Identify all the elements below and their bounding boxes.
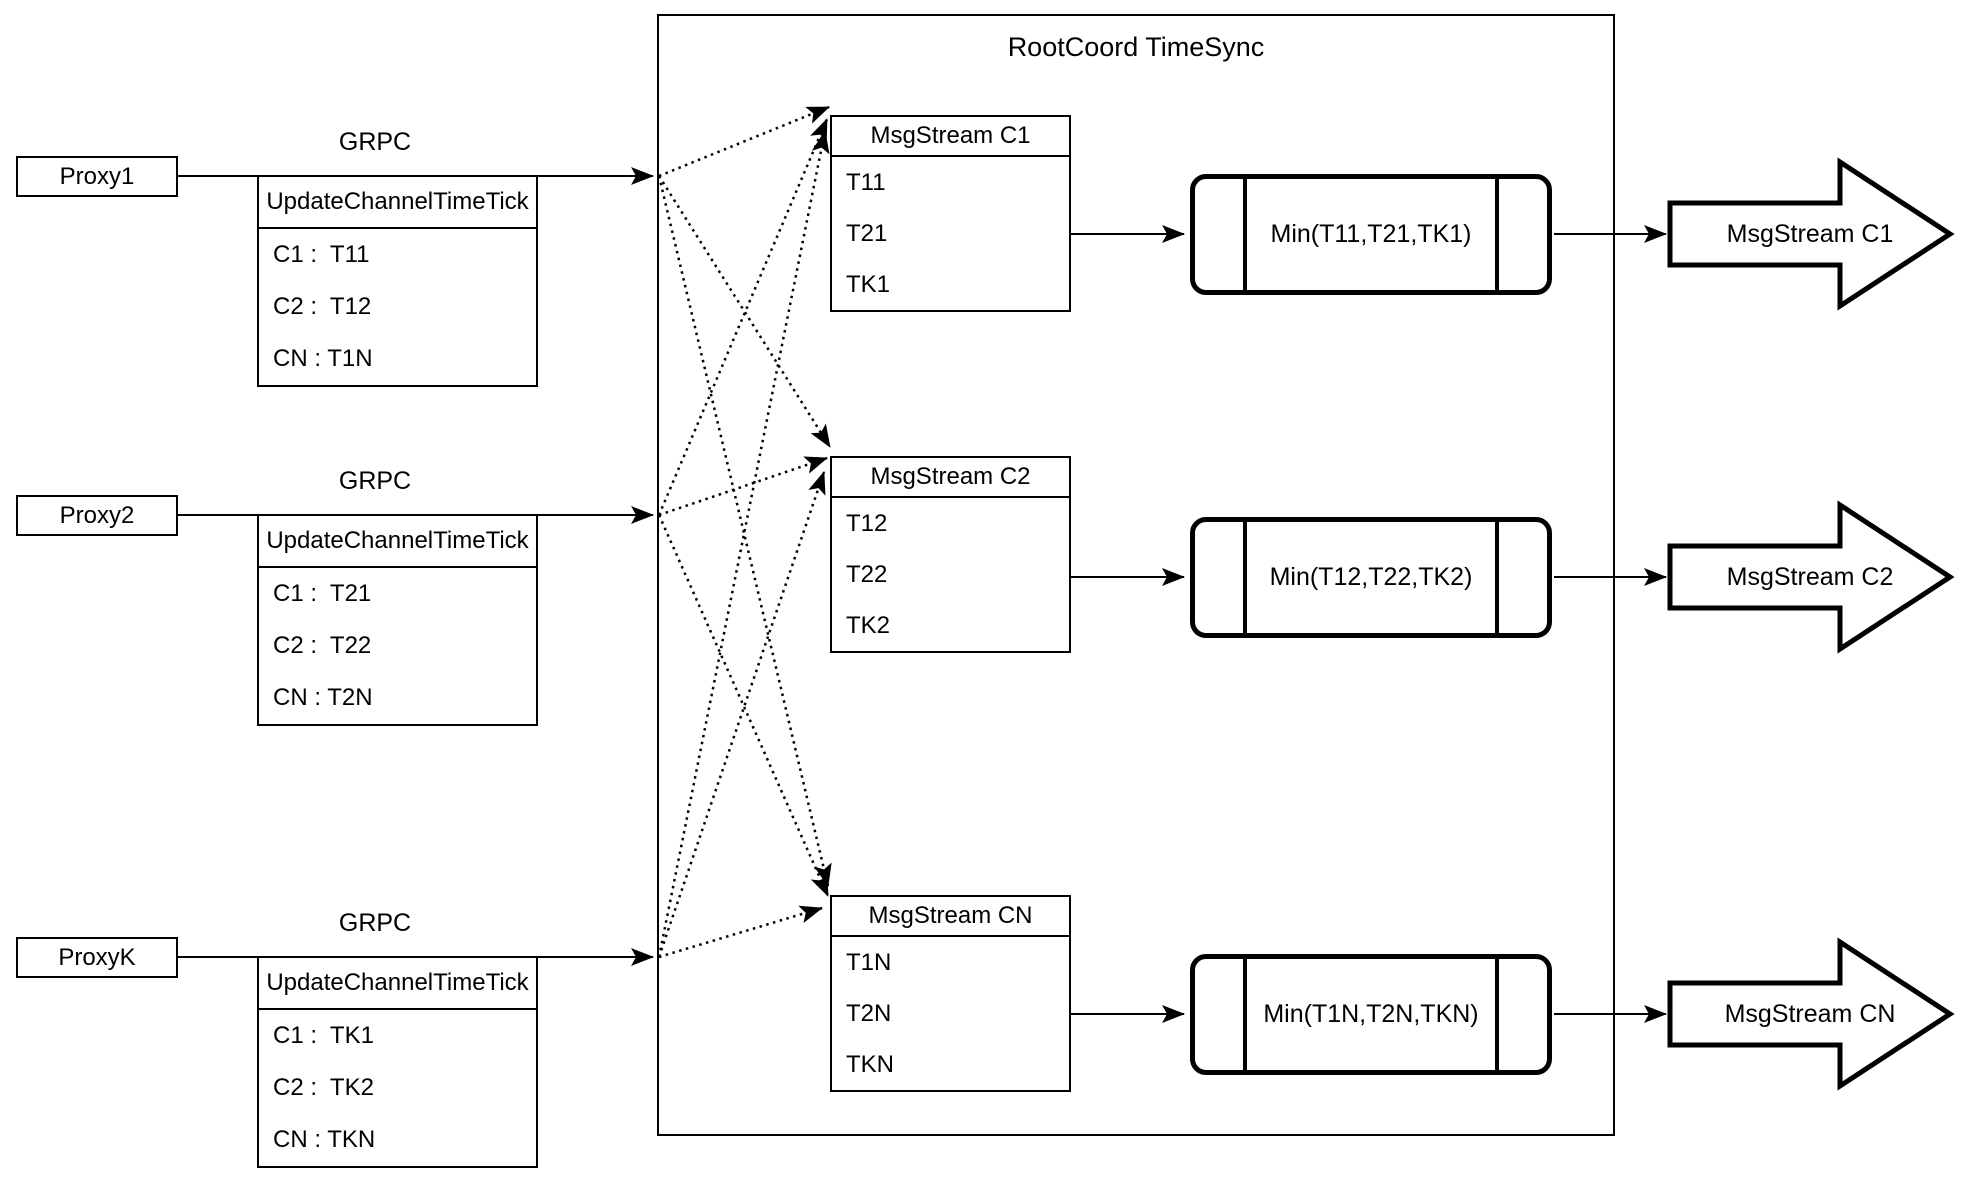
min-box-c1: Min(T11,T21,TK1) [1190,174,1552,295]
uctt-table-2: UpdateChannelTimeTick C1 : T21 C2 : T22 … [257,514,538,726]
table-row: C2 : TK2 [273,1074,374,1101]
min-box-divider [1495,522,1499,633]
output-arrow-c1-label: MsgStream C1 [1726,219,1894,248]
min-box-divider [1243,522,1247,633]
table-row: CN : T2N [273,684,373,711]
proxy2-box: Proxy2 [16,495,178,536]
min-box-divider [1243,959,1247,1070]
output-arrow-c1 [1667,157,1955,311]
msgstream-table-c1: MsgStream C1 T11 T21 TK1 [830,115,1071,312]
min-box-c2-label: Min(T12,T22,TK2) [1269,563,1473,591]
table-row: TK2 [846,611,891,639]
proxy1-label: Proxy1 [59,162,135,190]
table-row: T1N [846,948,892,976]
grpc-label-3: GRPC [338,909,412,937]
uctt-table-2-header: UpdateChannelTimeTick [259,516,536,568]
uctt-table-1-header: UpdateChannelTimeTick [259,177,536,229]
dotted-link-p3-c1 [657,130,830,958]
table-row: C1 : T11 [273,241,370,268]
table-row: C2 : T12 [273,293,372,320]
table-row: T21 [846,219,888,247]
dotted-link-p1-c2 [657,175,832,448]
dotted-link-p1-c1 [658,105,830,178]
min-box-c1-label: Min(T11,T21,TK1) [1270,220,1472,248]
output-arrow-cn-label: MsgStream CN [1724,999,1896,1028]
dotted-link-p3-cn [658,905,823,959]
proxy1-box: Proxy1 [16,156,178,197]
table-row: T2N [846,999,892,1027]
table-row: CN : TKN [273,1126,376,1153]
grpc-label-2: GRPC [338,467,412,495]
uctt-table-3: UpdateChannelTimeTick C1 : TK1 C2 : TK2 … [257,956,538,1168]
msgstream-table-c2-header: MsgStream C2 [832,458,1069,498]
output-arrow-c2 [1667,500,1955,654]
min-box-divider [1495,179,1499,290]
msgstream-table-c2: MsgStream C2 T12 T22 TK2 [830,456,1071,653]
dotted-link-p3-c2 [657,471,826,958]
output-arrow-c2-label: MsgStream C2 [1726,562,1894,591]
table-row: TKN [846,1050,894,1078]
msgstream-table-c1-header: MsgStream C1 [832,117,1069,157]
proxyk-box: ProxyK [16,937,178,978]
table-row: C1 : T21 [273,580,372,607]
msgstream-table-cn-header: MsgStream CN [832,897,1069,937]
output-arrow-cn [1667,937,1955,1091]
min-box-c2: Min(T12,T22,TK2) [1190,517,1552,638]
table-row: C1 : TK1 [273,1022,374,1049]
msgstream-table-cn: MsgStream CN T1N T2N TKN [830,895,1071,1092]
table-row: CN : T1N [273,345,373,372]
dotted-link-p2-c2 [658,456,828,517]
uctt-table-1: UpdateChannelTimeTick C1 : T11 C2 : T12 … [257,175,538,387]
table-row: T11 [846,168,886,196]
dotted-link-p2-cn [657,514,830,897]
rootcoord-container [657,14,1615,1136]
grpc-label-1: GRPC [338,128,412,156]
min-box-cn: Min(T1N,T2N,TKN) [1190,954,1552,1075]
table-row: T12 [846,509,888,537]
rootcoord-title: RootCoord TimeSync [1007,32,1265,62]
dotted-link-p2-c1 [657,118,829,516]
min-box-cn-label: Min(T1N,T2N,TKN) [1263,1000,1479,1028]
dotted-link-p1-cn [657,175,832,887]
table-row: TK1 [846,270,891,298]
proxy2-label: Proxy2 [59,501,135,529]
table-row: C2 : T22 [273,632,372,659]
min-box-divider [1495,959,1499,1070]
proxyk-label: ProxyK [58,943,136,971]
uctt-table-3-header: UpdateChannelTimeTick [259,958,536,1010]
table-row: T22 [846,560,888,588]
min-box-divider [1243,179,1247,290]
